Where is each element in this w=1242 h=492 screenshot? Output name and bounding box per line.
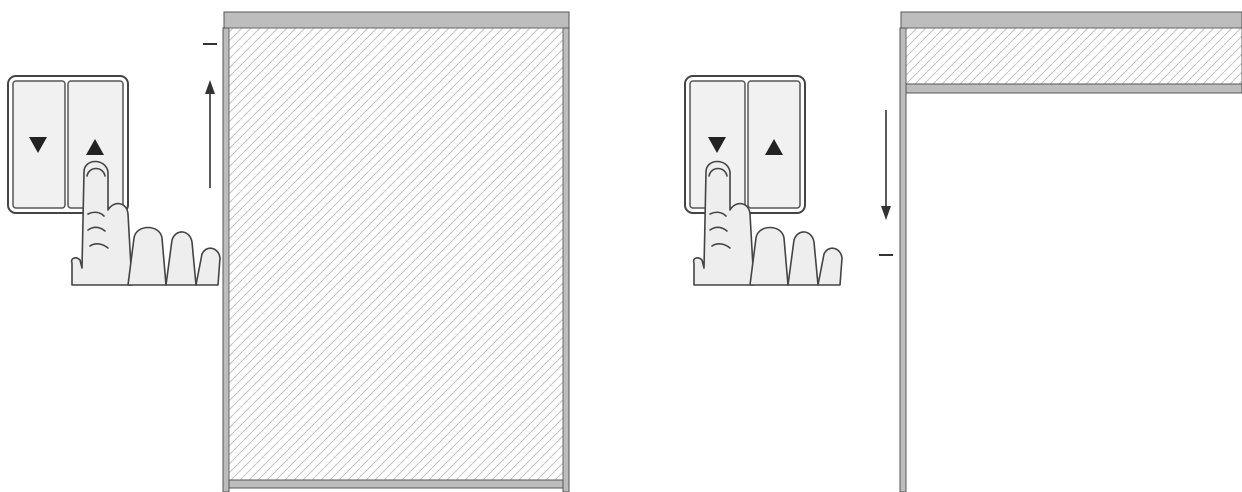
door-bottom-rail bbox=[228, 479, 564, 489]
arrow-down-icon bbox=[881, 110, 891, 220]
door-frame-top bbox=[223, 11, 570, 29]
triangle-down-icon bbox=[29, 137, 47, 153]
panel-lower bbox=[684, 11, 1242, 492]
door-bottom-rail bbox=[905, 83, 1242, 94]
door-frame-left-post bbox=[222, 27, 230, 492]
arrow-up-icon bbox=[205, 80, 215, 188]
door-frame bbox=[899, 11, 1242, 492]
hand-pressing-icon bbox=[70, 160, 221, 286]
door-frame bbox=[222, 11, 570, 492]
triangle-down-icon bbox=[708, 137, 726, 153]
door-frame-top bbox=[900, 11, 1242, 29]
door-frame-left-post bbox=[899, 27, 907, 492]
triangle-up-icon bbox=[765, 139, 783, 155]
door-panel-open bbox=[905, 27, 1242, 85]
door-panel-closed bbox=[228, 27, 564, 481]
wall-switch bbox=[7, 75, 129, 214]
door-frame-right-post bbox=[562, 27, 570, 492]
wall-switch bbox=[684, 75, 806, 214]
triangle-up-icon bbox=[86, 139, 104, 155]
hand-pressing-icon bbox=[692, 160, 843, 286]
panel-raise bbox=[7, 11, 570, 492]
